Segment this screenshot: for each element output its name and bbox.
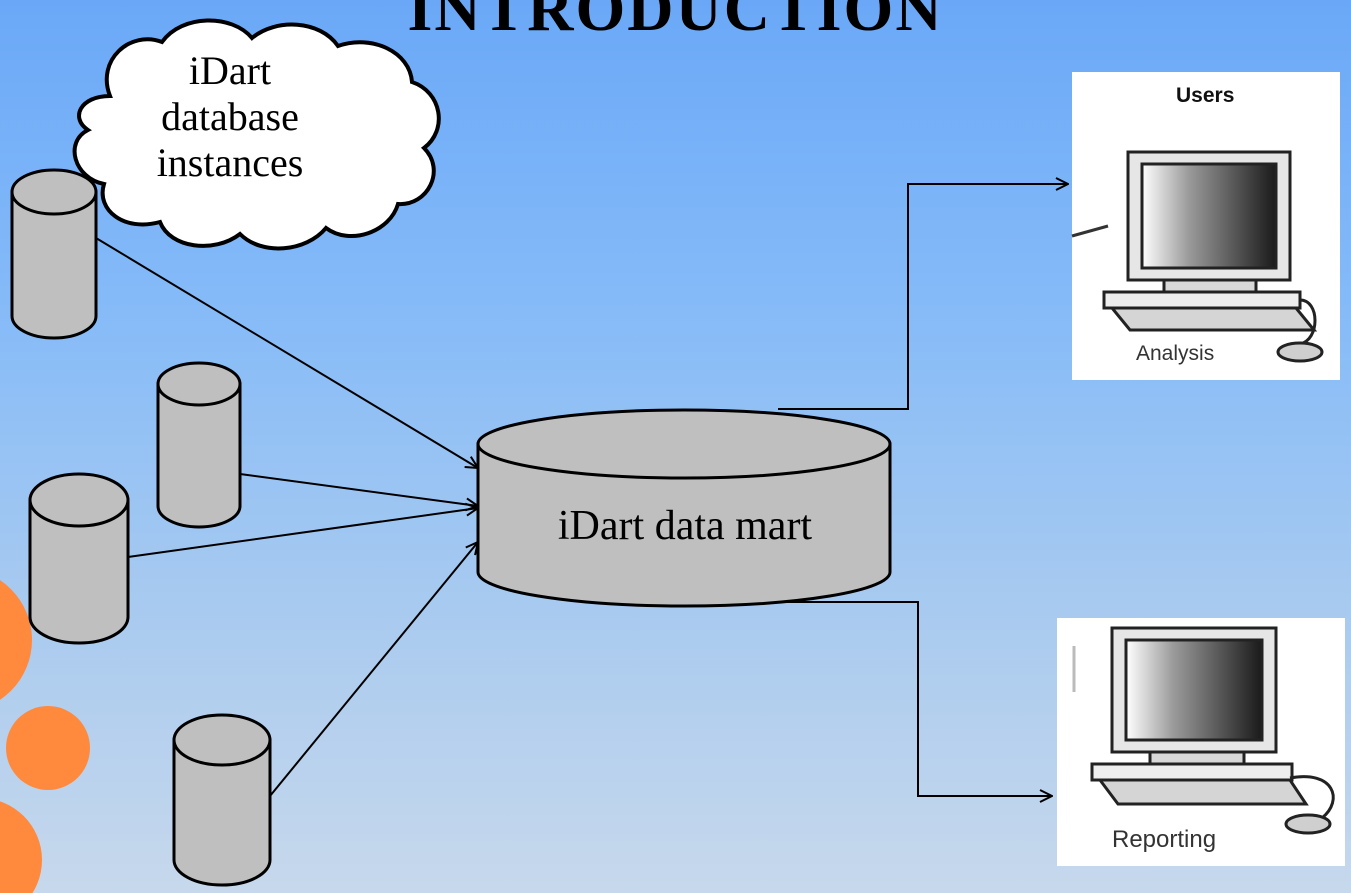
analysis-user-illustration [1071,72,1340,380]
cloud-shape [72,18,441,251]
connector-db2-to-mart [239,473,478,506]
source-database-1 [10,168,98,340]
users-heading: Users [1176,84,1235,107]
source-database-4 [172,713,272,887]
connector-mart-to-analysis [778,184,1068,410]
decorative-orange-circle [6,706,90,790]
connector-db1-to-mart [95,237,478,468]
cloud-label-line: iDart [188,48,272,93]
data-mart-label: iDart data mart [557,503,813,549]
source-database-2 [156,361,242,529]
decorative-orange-circle [0,580,32,700]
connectors [95,184,1068,797]
reporting-label: Reporting [1112,826,1217,853]
connector-db3-to-mart [127,508,478,558]
reporting-user-illustration [1057,618,1345,866]
computer-icon [1102,150,1324,363]
analysis-label: Analysis [1136,342,1215,365]
cloud-label: iDart database instances [130,48,330,186]
decorative-circles [0,580,90,893]
slide-title: INTRODUCTION [407,0,944,44]
cloud-label-line: database [161,94,299,139]
connector-db4-to-mart [269,542,478,797]
data-mart-cylinder [476,408,892,608]
decorative-orange-circle [0,801,42,893]
connector-mart-to-reporting [784,601,1052,796]
source-database-3 [28,472,130,645]
computer-icon [1090,626,1335,835]
cloud-label-line: instances [156,140,304,185]
